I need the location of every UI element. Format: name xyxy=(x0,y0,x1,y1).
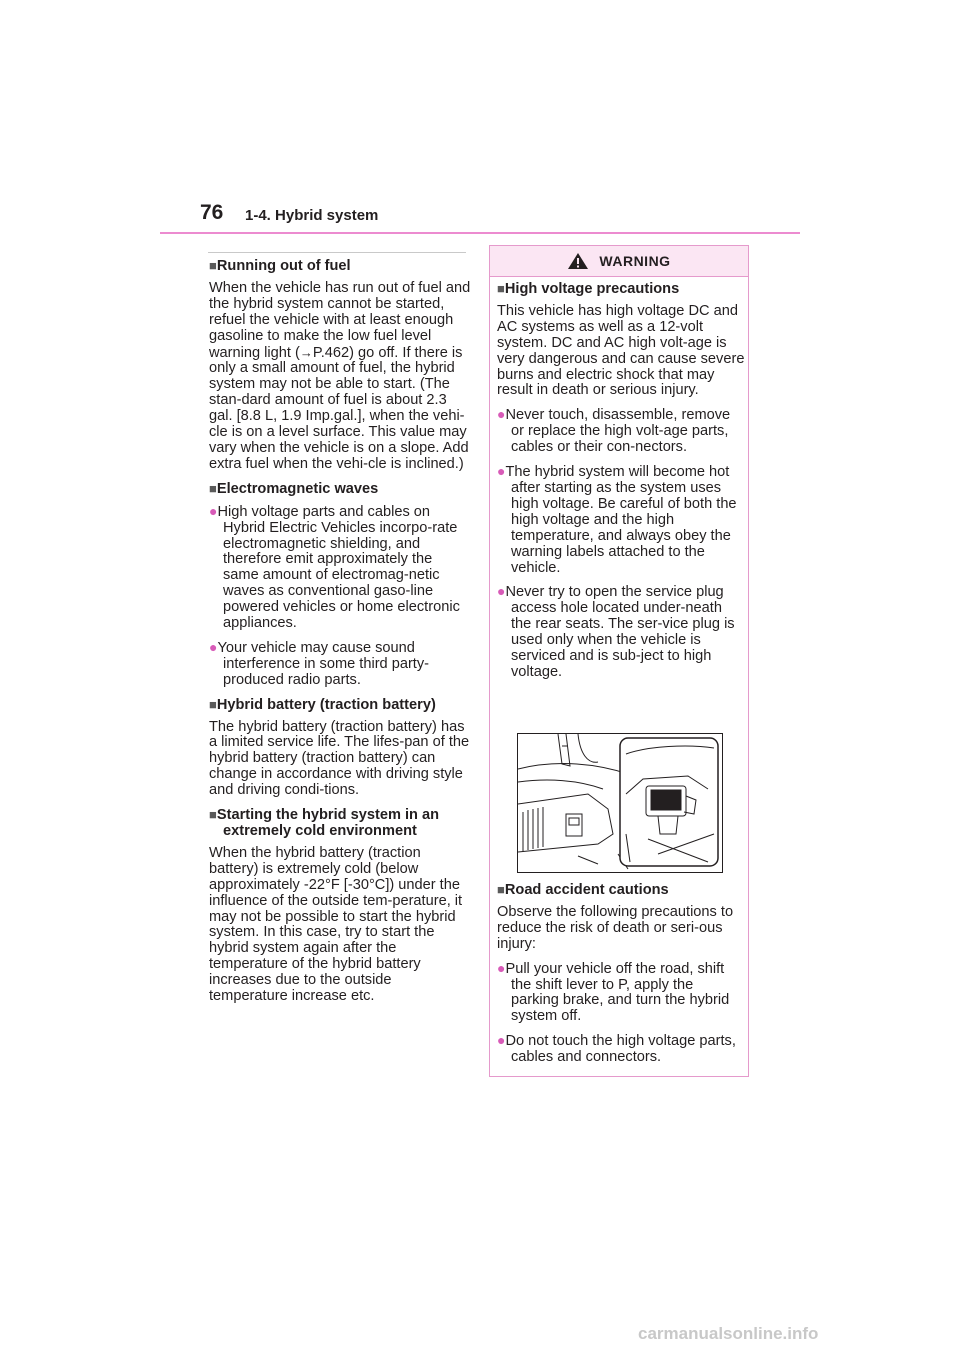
bullet-item: ●Do not touch the high voltage parts, ca… xyxy=(497,1032,736,1066)
square-bullet-icon: ■ xyxy=(497,882,505,897)
square-bullet-icon: ■ xyxy=(209,480,217,496)
service-plug-drawing xyxy=(517,733,719,870)
section-heading: ■Running out of fuel xyxy=(209,258,351,274)
warning-header: WARNING xyxy=(490,246,748,277)
warning-content-continued: ■Road accident cautions Observe the foll… xyxy=(497,882,745,1074)
square-bullet-icon: ■ xyxy=(209,807,217,823)
bullet-item: ●Never try to open the service plug acce… xyxy=(497,583,735,680)
column-rule xyxy=(208,252,466,253)
round-bullet-icon: ● xyxy=(497,1032,506,1049)
watermark: carmanualsonline.info xyxy=(638,1324,819,1343)
warning-content: ■High voltage precautions This vehicle h… xyxy=(497,281,745,689)
round-bullet-icon: ● xyxy=(497,959,506,976)
round-bullet-icon: ● xyxy=(497,463,506,480)
section-heading: ■Road accident cautions xyxy=(497,882,669,898)
bullet-item: ●Pull your vehicle off the road, shift t… xyxy=(497,959,730,1025)
square-bullet-icon: ■ xyxy=(209,696,217,712)
round-bullet-icon: ● xyxy=(209,638,218,655)
paragraph: This vehicle has high voltage DC and AC … xyxy=(497,302,745,399)
square-bullet-icon: ■ xyxy=(497,281,505,296)
bullet-item: ●The hybrid system will become hot after… xyxy=(497,463,737,576)
paragraph: When the hybrid battery (traction batter… xyxy=(209,844,463,1005)
paragraph: The hybrid battery (traction battery) ha… xyxy=(209,718,470,799)
service-plug-illustration xyxy=(517,733,723,873)
paragraph: When the vehicle has run out of fuel and… xyxy=(209,279,471,472)
warning-label: WARNING xyxy=(599,253,671,269)
section-title: 1-4. Hybrid system xyxy=(245,207,379,224)
paragraph: Observe the following precautions to red… xyxy=(497,903,734,952)
bullet-item: ●Your vehicle may cause sound interferen… xyxy=(209,638,430,688)
left-column: ■Running out of fuel When the vehicle ha… xyxy=(209,258,471,1013)
header-rule xyxy=(160,232,800,234)
warning-triangle-icon xyxy=(568,253,589,269)
round-bullet-icon: ● xyxy=(497,583,506,600)
arrow-icon: → xyxy=(299,344,313,360)
round-bullet-icon: ● xyxy=(497,406,506,423)
section-heading: ■Starting the hybrid system in an extrem… xyxy=(209,807,440,839)
page-reference-link[interactable]: P.462 xyxy=(312,344,350,361)
bullet-item: ●High voltage parts and cables on Hybrid… xyxy=(209,502,460,632)
page-number: 76 xyxy=(200,201,224,224)
section-heading: ■Hybrid battery (traction battery) xyxy=(209,696,436,713)
section-heading: ■Electromagnetic waves xyxy=(209,480,379,497)
round-bullet-icon: ● xyxy=(209,502,218,519)
bullet-item: ●Never touch, disassemble, remove or rep… xyxy=(497,406,731,456)
square-bullet-icon: ■ xyxy=(209,258,217,273)
warning-box: WARNING xyxy=(489,245,749,1077)
section-heading: ■High voltage precautions xyxy=(497,281,680,297)
